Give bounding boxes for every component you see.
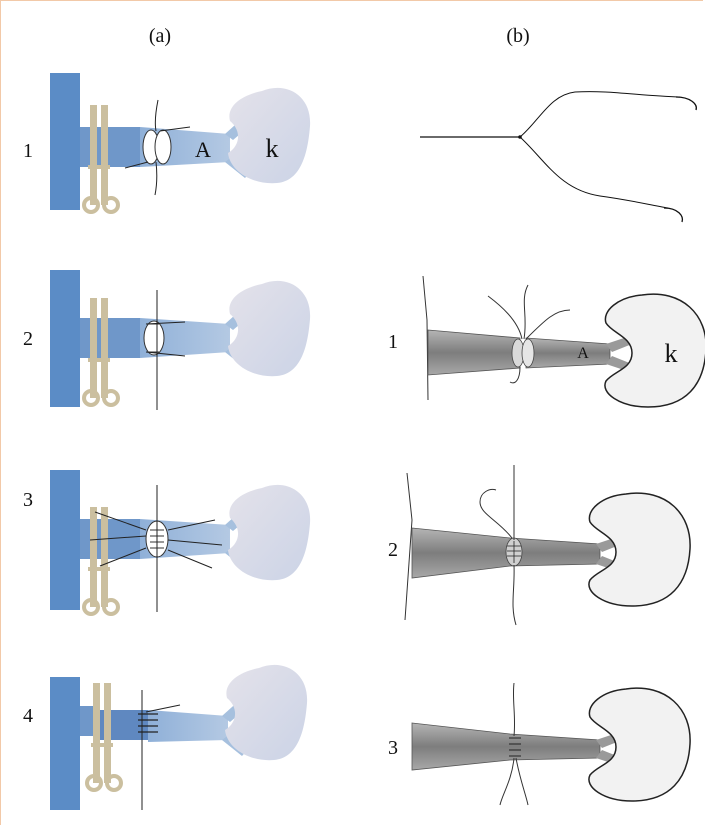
- panel-a-step-1: 1 A k: [23, 73, 310, 212]
- kidney: [225, 665, 307, 760]
- panel-a-step-2: 2: [23, 270, 310, 410]
- kidney-label: k: [266, 134, 279, 163]
- artery-label-b: A: [577, 345, 589, 362]
- panel-a-step-3: 3: [23, 470, 310, 614]
- kidney: [228, 485, 310, 580]
- step-label-a3: 3: [23, 489, 33, 511]
- kidney: [228, 281, 310, 376]
- step-label-a4: 4: [23, 705, 33, 727]
- step-label-b2: 2: [388, 539, 398, 561]
- panel-a-step-4: 4: [23, 665, 307, 810]
- suture-needle-sketch: [420, 92, 696, 222]
- vessel-clamp: [50, 73, 80, 210]
- step-label-b1: 1: [388, 331, 398, 353]
- panel-b-step-1: 1 A k: [388, 276, 705, 407]
- proximal-vessel: [80, 127, 140, 167]
- column-header-b: (b): [506, 25, 529, 47]
- kidney-outline: [605, 294, 705, 407]
- artery-label: A: [195, 137, 211, 162]
- column-header-a: (a): [149, 25, 171, 47]
- panel-b-step-2: 2: [388, 465, 690, 625]
- kidney-label-b: k: [665, 339, 678, 368]
- step-label-a1: 1: [23, 140, 33, 162]
- step-label-b3: 3: [388, 737, 398, 759]
- panel-b-step-3: 3: [388, 683, 690, 805]
- step-label-a2: 2: [23, 328, 33, 350]
